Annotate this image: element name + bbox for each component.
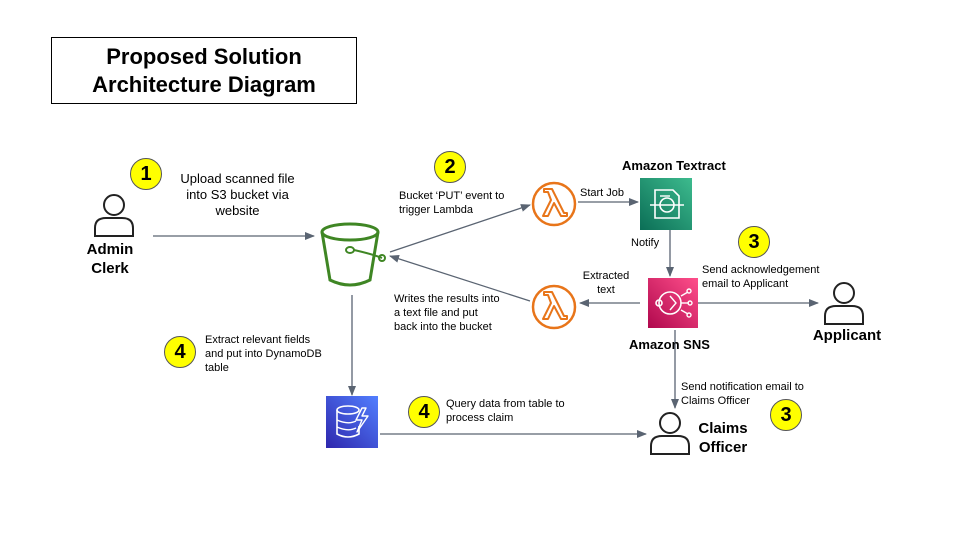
- put-event-line-2: trigger Lambda: [399, 204, 473, 216]
- step-badge-4-dynamodb: 4: [164, 336, 196, 368]
- claims-officer-line-2: Officer: [698, 439, 748, 456]
- s3-bucket-icon: [320, 222, 386, 287]
- lambda-bottom-icon: [531, 284, 577, 330]
- query-data-label: Query data from table to process claim: [446, 397, 565, 425]
- admin-clerk-line-2: Clerk: [91, 260, 129, 277]
- send-ack-line-1: Send acknowledgement: [702, 264, 820, 276]
- step-badge-3-claims: 3: [770, 399, 802, 431]
- textract-icon: [640, 178, 692, 230]
- extract-fields-line-3: table: [205, 362, 229, 374]
- send-ack-line-2: email to Applicant: [702, 278, 789, 290]
- applicant-label: Applicant: [812, 327, 882, 344]
- query-line-2: process claim: [446, 412, 514, 424]
- extracted-text-label: Extracted text: [578, 269, 634, 297]
- title-line-1: Proposed Solution: [106, 43, 302, 69]
- upload-line-2: into S3 bucket via: [186, 187, 289, 202]
- start-job-label: Start Job: [580, 187, 625, 199]
- sns-icon: [648, 278, 698, 328]
- sns-label: Amazon SNS: [629, 337, 710, 352]
- applicant-person-icon: [824, 282, 864, 325]
- admin-clerk-line-1: Admin: [86, 241, 134, 258]
- claims-officer-person-icon: [650, 412, 690, 455]
- query-line-1: Query data from table to: [446, 398, 565, 410]
- put-event-label: Bucket ‘PUT’ event to trigger Lambda: [399, 189, 504, 217]
- extracted-line-2: text: [597, 284, 615, 296]
- step-badge-3-applicant: 3: [738, 226, 770, 258]
- step-badge-4-query: 4: [408, 396, 440, 428]
- writes-line-2: a text file and put: [394, 307, 478, 319]
- title-line-2: Architecture Diagram: [92, 71, 316, 97]
- send-notif-line-2: Claims Officer: [681, 395, 750, 407]
- writes-line-3: back into the bucket: [394, 321, 492, 333]
- admin-clerk-label: Admin Clerk: [75, 240, 145, 278]
- send-notif-line-1: Send notification email to: [681, 381, 804, 393]
- upload-step-label: Upload scanned file into S3 bucket via w…: [170, 171, 305, 219]
- arrow-lambda-bottom-to-s3: [389, 254, 531, 302]
- admin-clerk-person-icon: [94, 194, 134, 237]
- claims-officer-line-1: Claims: [698, 420, 748, 437]
- notify-label: Notify: [631, 237, 660, 249]
- arrow-s3-to-lambda-top: [389, 204, 531, 253]
- writes-results-label: Writes the results into a text file and …: [394, 292, 500, 334]
- dynamodb-icon: [326, 396, 378, 448]
- claims-officer-label: Claims Officer: [690, 419, 756, 457]
- extract-fields-line-2: and put into DynamoDB: [205, 348, 322, 360]
- writes-line-1: Writes the results into: [394, 293, 500, 305]
- textract-label: Amazon Textract: [622, 158, 726, 173]
- upload-line-1: Upload scanned file: [180, 171, 295, 186]
- send-notification-label: Send notification email to Claims Office…: [681, 380, 804, 408]
- step-badge-2: 2: [434, 151, 466, 183]
- lambda-top-icon: [531, 181, 577, 227]
- send-ack-label: Send acknowledgement email to Applicant: [702, 263, 819, 291]
- extracted-line-1: Extracted: [582, 270, 630, 282]
- upload-line-3: website: [215, 203, 260, 218]
- put-event-line-1: Bucket ‘PUT’ event to: [399, 190, 505, 202]
- extract-fields-label: Extract relevant fields and put into Dyn…: [205, 333, 322, 375]
- extract-fields-line-1: Extract relevant fields: [205, 334, 311, 346]
- step-badge-1: 1: [130, 158, 162, 190]
- diagram-title: Proposed Solution Architecture Diagram: [51, 37, 357, 104]
